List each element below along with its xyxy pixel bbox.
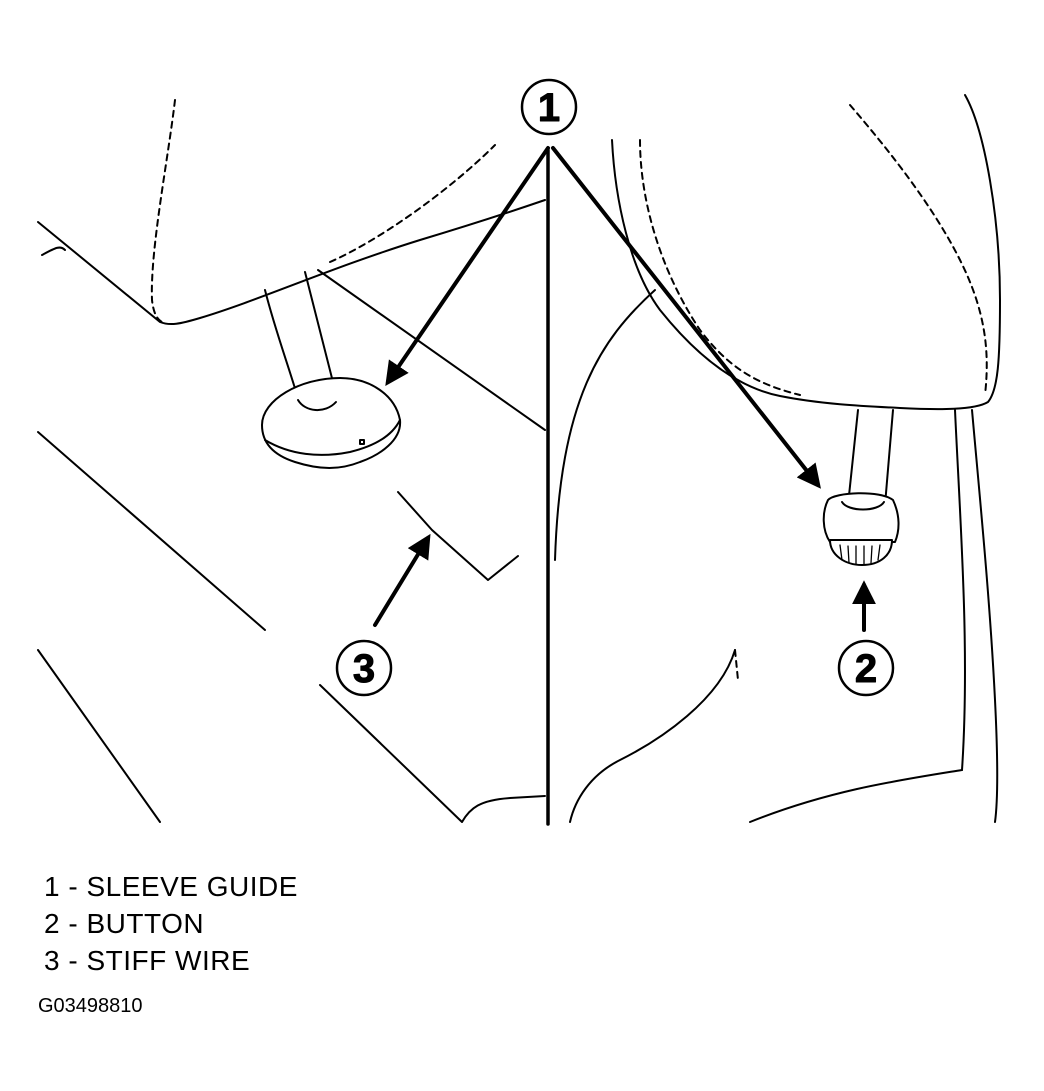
callout-2-number: 2 — [855, 647, 877, 691]
legend-item-separator: - — [68, 908, 79, 939]
right-seat-dashed-small — [734, 649, 739, 681]
headrest-diagram: 1 2 3 — [37, 78, 1001, 826]
callout-3-number: 3 — [353, 647, 375, 691]
callout-3-circle — [335, 639, 393, 697]
callout-3: 3 — [335, 639, 393, 697]
right-headrest-inner-dashed — [639, 139, 801, 396]
left-sleeve-guide-rim — [264, 419, 401, 456]
legend-item-label: SLEEVE GUIDE — [86, 871, 298, 902]
left-seat-bottom-curve — [319, 684, 546, 823]
legend-item-separator: - — [68, 945, 79, 976]
right-headrest-dashed-edge — [849, 104, 988, 396]
left-seat-small-curve — [41, 246, 66, 256]
stiff-wire — [397, 491, 519, 581]
left-seat-lower-line — [37, 649, 161, 823]
right-seat-drawing — [554, 94, 1001, 823]
left-headrest-top-dashed — [329, 144, 496, 263]
figure-id: G03498810 — [38, 995, 143, 1017]
left-headrest-dashed-edge — [150, 99, 176, 324]
left-seat-cushion-line — [37, 431, 266, 631]
callout-1: 1 — [520, 78, 578, 136]
legend-item: 1 - SLEEVE GUIDE — [44, 868, 298, 905]
right-post — [847, 409, 894, 506]
left-seat-drawing — [37, 99, 546, 823]
legend-item-separator: - — [68, 871, 79, 902]
right-sleeve-guide-body — [822, 492, 900, 543]
arrow-3-to-stiff-wire — [373, 533, 431, 627]
right-seat-lower-curve — [749, 769, 963, 823]
legend-item: 2 - BUTTON — [44, 905, 298, 942]
callout-2-circle — [837, 639, 895, 697]
button-assembly — [822, 492, 900, 566]
right-seat-side-edge — [971, 409, 999, 823]
left-seat-back-edge — [317, 269, 546, 431]
legend-item-label: BUTTON — [86, 908, 205, 939]
arrow-1-to-left-sleeve-guide — [385, 146, 550, 386]
left-post-collar — [297, 399, 337, 411]
button-knob — [829, 539, 893, 566]
legend-item-label: STIFF WIRE — [86, 945, 251, 976]
legend-item-number: 3 — [44, 945, 61, 976]
callout-1-number: 1 — [538, 86, 560, 130]
right-seat-side-inner — [954, 409, 966, 771]
left-sleeve-guide-body — [261, 377, 402, 469]
right-seat-cushion-curve — [569, 649, 736, 823]
callout-2: 2 — [837, 639, 895, 697]
legend: 1 - SLEEVE GUIDE 2 - BUTTON 3 - STIFF WI… — [44, 868, 298, 979]
button-ridges — [839, 544, 881, 565]
left-headrest-bottom — [37, 199, 546, 326]
left-sleeve-guide-dot — [359, 439, 365, 445]
arrow-1-to-right-sleeve-guide — [551, 146, 821, 489]
left-sleeve-guide — [261, 377, 402, 469]
legend-item-number: 1 — [44, 871, 61, 902]
right-headrest-outer-edge — [611, 94, 1001, 411]
right-post-collar — [841, 501, 885, 511]
leader-arrows — [373, 146, 876, 632]
right-seat-back-curve — [554, 289, 656, 561]
callout-1-circle — [520, 78, 578, 136]
legend-item: 3 - STIFF WIRE — [44, 942, 298, 979]
legend-item-number: 2 — [44, 908, 61, 939]
